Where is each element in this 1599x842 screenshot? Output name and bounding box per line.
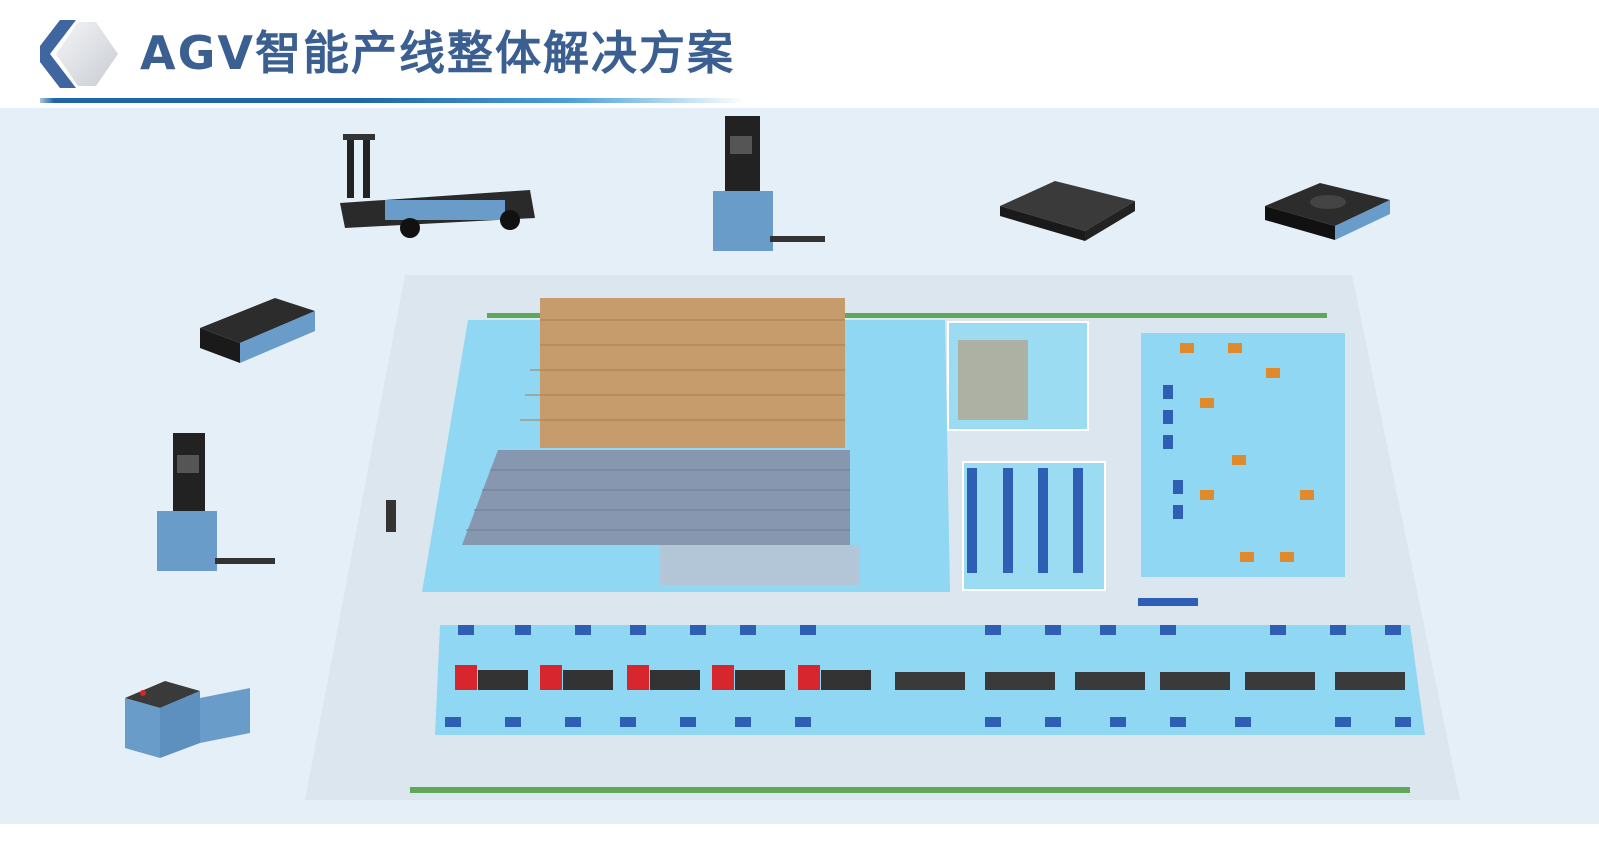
line-bins [445,625,1411,727]
truck-assembly-stations [455,665,1405,690]
green-border-bottom [410,787,1410,793]
diamond-logo-icon [40,20,118,88]
slide-header: AGV智能产线整体解决方案 [0,0,1599,108]
agv-roller-carrier-image [125,681,250,758]
parked-agv [1138,598,1198,606]
agv-latent-image [200,298,315,363]
robot-cells [1180,343,1314,562]
storage-racks [462,298,860,585]
picking-stations [958,340,1028,420]
agv-flat-jacking-image [1000,181,1135,241]
agv-round-jacking-image [1265,183,1390,240]
agv-stacker-image [157,433,275,571]
blue-bins [1163,385,1183,519]
agv-forklift-image [713,116,825,251]
factory-layout-illustration [0,108,1599,824]
agv-lift-carrier-image [340,134,535,238]
green-border-top [487,313,1327,318]
title-underline [40,98,745,103]
blue-shelves [967,468,1083,573]
shelf-zone [962,461,1106,591]
parked-agv [386,500,396,532]
page-title: AGV智能产线整体解决方案 [140,26,735,80]
